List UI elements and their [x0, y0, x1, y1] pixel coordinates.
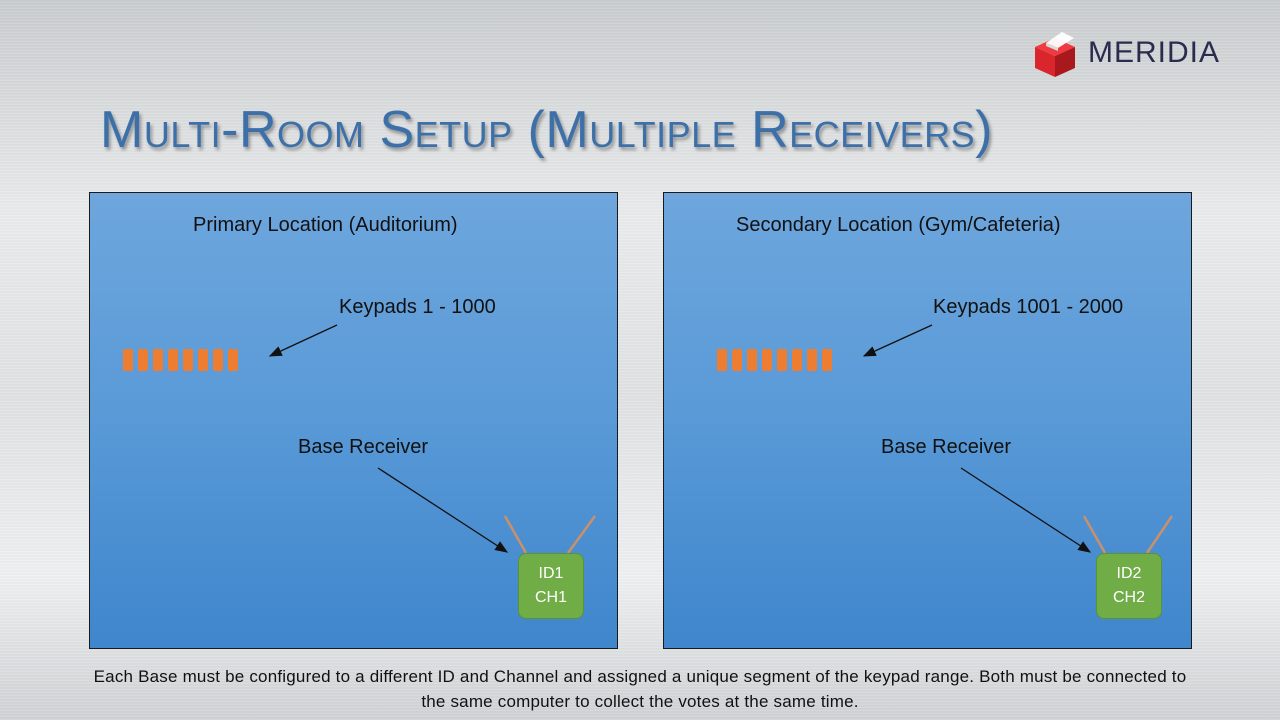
- red-cube-icon: [1035, 32, 1075, 77]
- keypad: [168, 349, 178, 371]
- receiver-id: ID1: [538, 565, 564, 582]
- receiver-channel: CH1: [534, 589, 567, 606]
- keypads-label: Keypads 1001 - 2000: [933, 296, 1124, 318]
- keypad: [138, 349, 148, 371]
- logo: [1032, 30, 1242, 78]
- keypad: [198, 349, 208, 371]
- footer-note: Each Base must be configured to a differ…: [93, 667, 1187, 711]
- keypad: [732, 349, 742, 371]
- keypad: [123, 349, 133, 371]
- panel-heading: Primary Location (Auditorium): [193, 214, 458, 236]
- keypad: [747, 349, 757, 371]
- keypad-group: [123, 349, 238, 371]
- keypads-label: Keypads 1 - 1000: [339, 296, 496, 318]
- keypad: [777, 349, 787, 371]
- keypad: [792, 349, 802, 371]
- antenna-right: [566, 515, 597, 554]
- keypad: [183, 349, 193, 371]
- keypad-group: [717, 349, 832, 371]
- secondary-location-panel: Secondary Location (Gym/Cafeteria) Keypa…: [663, 192, 1192, 649]
- connector-arrows: [862, 324, 1174, 554]
- receiver-arrow: [377, 467, 509, 553]
- keypad: [822, 349, 832, 371]
- base-receiver-label: Base Receiver: [881, 436, 1012, 458]
- connector-arrows: [268, 324, 597, 554]
- antenna-left: [503, 515, 528, 554]
- antenna-left: [1082, 515, 1107, 554]
- panel-heading: Secondary Location (Gym/Cafeteria): [736, 214, 1061, 236]
- base-receiver-label: Base Receiver: [298, 436, 429, 458]
- logo-text: MERIDIA: [1088, 36, 1221, 69]
- keypad: [717, 349, 727, 371]
- keypads-arrow: [862, 324, 933, 357]
- base-receiver-device: ID2 CH2: [1096, 553, 1162, 619]
- receiver-channel: CH2: [1112, 589, 1145, 606]
- keypad: [762, 349, 772, 371]
- keypad: [213, 349, 223, 371]
- keypad: [153, 349, 163, 371]
- receiver-id: ID2: [1116, 565, 1142, 582]
- keypad: [228, 349, 238, 371]
- antenna-right: [1145, 515, 1174, 554]
- page-title: Multi-Room Setup (Multiple Receivers): [100, 101, 993, 159]
- primary-location-panel: Primary Location (Auditorium) Keypads 1 …: [89, 192, 618, 649]
- receiver-arrow: [960, 467, 1092, 553]
- keypads-arrow: [268, 324, 338, 357]
- keypad: [807, 349, 817, 371]
- base-receiver-device: ID1 CH1: [518, 553, 584, 619]
